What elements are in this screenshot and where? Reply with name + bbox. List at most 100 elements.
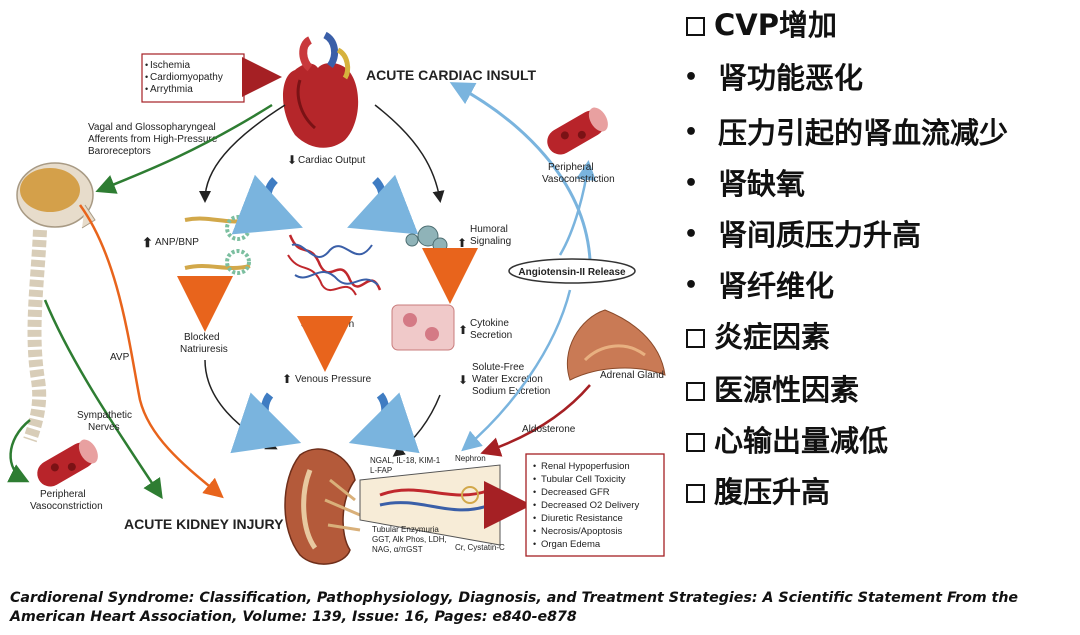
humoral-line-1: Humoral — [470, 224, 508, 235]
vagal-line-1: Vagal and Glossopharyngeal — [88, 122, 216, 133]
tubular-line-1: Tubular Enzymuria — [372, 525, 439, 534]
outcomes-box — [525, 453, 665, 557]
flow-arrow-left-top — [231, 174, 303, 235]
outcome-item: Tubular Cell Toxicity — [541, 474, 626, 485]
svg-text:•: • — [533, 539, 536, 549]
vagal-line-3: Baroreceptors — [88, 146, 151, 157]
svg-text:⬆: ⬆ — [457, 236, 467, 250]
outcomes-list: • Renal Hypoperfusion • Tubular Cell Toxici… — [533, 461, 639, 550]
angiotensin-to-vessel-arrow — [558, 160, 597, 256]
citation-line-2: American Heart Association, Volume: 139,… — [10, 609, 577, 625]
kidney-icon — [284, 448, 361, 565]
heart-to-humoral-arrow — [374, 104, 445, 203]
heart-to-anp-arrow — [199, 104, 286, 203]
outcome-item: Renal Hypoperfusion — [541, 461, 630, 472]
svg-text:⬆: ⬆ — [142, 235, 153, 250]
perfusion-label: Perfusion — [312, 319, 354, 330]
sympathetic-arrow — [43, 299, 163, 500]
peripheral-vaso-top-1: Peripheral — [548, 162, 594, 173]
adrenal-gland-icon — [566, 309, 666, 381]
svg-text:⬇: ⬇ — [299, 317, 309, 331]
cytokine-line-1: Cytokine — [470, 318, 509, 329]
checkbox-bullet-item: CVP增加 — [684, 8, 1074, 42]
checkbox-bullet-item: 腹压升高 — [684, 475, 1074, 509]
cause-ischemia: Ischemia — [150, 60, 190, 71]
cause-cardiomyopathy: Cardiomyopathy — [150, 72, 223, 83]
peripheral-vaso-top-2: Vasoconstriction — [542, 174, 615, 185]
tubular-line-3: NAG, α/πGST — [372, 545, 423, 554]
spine-icon — [23, 229, 47, 443]
venous-pressure-label: Venous Pressure — [295, 374, 372, 385]
outcome-item: Decreased GFR — [541, 487, 610, 498]
sympathetic-line-1: Sympathetic — [77, 410, 132, 421]
cardiorenal-diagram: Ischemia Cardiomyopathy Arrythmia • • • … — [7, 31, 666, 565]
cause-arrythmia: Arrythmia — [150, 84, 193, 95]
svg-text:•: • — [533, 526, 536, 536]
cardiac-output-label: Cardiac Output — [298, 155, 365, 166]
dot-bullet-item: 肾功能恶化 — [684, 61, 1074, 95]
outcome-item: Organ Edema — [541, 539, 601, 550]
svg-text:⬆: ⬆ — [458, 323, 468, 337]
cardiac-causes-box — [141, 53, 245, 103]
checkbox-bullet-item: 医源性因素 — [684, 373, 1074, 407]
acute-kidney-injury-title: ACUTE KIDNEY INJURY — [124, 516, 284, 532]
cystatin-label: Cr, Cystatin-C — [455, 543, 505, 552]
svg-text:•: • — [533, 500, 536, 510]
svg-text:•: • — [145, 60, 148, 70]
vagal-arrow — [95, 103, 273, 194]
peripheral-vaso-bottom-1: Peripheral — [40, 489, 86, 500]
peripheral-vaso-bottom-2: Vasoconstriction — [30, 501, 103, 512]
angiotensin-oval — [508, 258, 636, 284]
svg-text:•: • — [533, 513, 536, 523]
angiotensin-to-kidney-arrow — [461, 289, 572, 452]
svg-text:•: • — [533, 474, 536, 484]
humoral-line-2: Signaling — [470, 236, 511, 247]
anp-bnp-label: ANP/BNP — [155, 237, 199, 248]
brain-spine-icon — [16, 162, 96, 229]
solute-to-kidney-arrow — [392, 394, 441, 457]
svg-text:⬇: ⬇ — [458, 373, 468, 387]
citation-line-1: Cardiorenal Syndrome: Classification, Pa… — [10, 590, 1019, 606]
biomarkers-line-1: NGAL, IL-18, KIM-1 — [370, 456, 441, 465]
svg-text:⬆: ⬆ — [282, 372, 292, 386]
blocked-line-1: Blocked — [184, 332, 220, 343]
cell-signaling-icon — [405, 225, 448, 253]
dot-bullet-item: 肾纤维化 — [684, 269, 1074, 303]
aldosterone-arrow — [480, 384, 591, 457]
dot-bullet-item: 肾缺氧 — [684, 167, 1074, 201]
svg-text:⬇: ⬇ — [287, 153, 297, 167]
svg-text:•: • — [533, 487, 536, 497]
solute-line-3: Sodium Excretion — [472, 386, 550, 397]
flow-arrow-right-bottom — [348, 392, 420, 454]
avp-label: AVP — [110, 352, 130, 363]
biomarkers-line-2: L-FAP — [370, 466, 392, 475]
outcome-item: Diuretic Resistance — [541, 513, 623, 524]
citation: Cardiorenal Syndrome: Classification, Pa… — [10, 589, 1075, 627]
vagal-line-2: Afferents from High-Pressure — [88, 134, 218, 145]
capillary-network-icon — [287, 234, 382, 296]
checkbox-bullet-item: 炎症因素 — [684, 320, 1074, 354]
nephron-detail-icon — [359, 464, 501, 546]
heart-icon — [282, 31, 359, 148]
svg-text:•: • — [145, 72, 148, 82]
solute-line-2: Water Excretion — [472, 374, 543, 385]
dot-bullet-item: 肾间质压力升高 — [684, 218, 1074, 252]
avp-arrow — [78, 204, 224, 499]
angiotensin-label: Angiotensin-II Release — [518, 267, 626, 278]
svg-text:•: • — [533, 461, 536, 471]
sympathetic-line-2: Nerves — [88, 422, 120, 433]
blood-vessel-icon-top — [547, 107, 608, 155]
dot-bullet-item: 压力引起的肾血流减少 — [684, 116, 1074, 150]
blocked-line-2: Natriuresis — [180, 344, 228, 355]
adrenal-gland-label: Adrenal Gland — [600, 370, 664, 381]
flow-arrow-right-top — [347, 174, 419, 235]
cytokine-cell-icon — [391, 304, 455, 351]
outcome-item: Necrosis/Apoptosis — [541, 526, 623, 537]
aldosterone-label: Aldosterone — [522, 424, 576, 435]
cytokine-line-2: Secretion — [470, 330, 512, 341]
svg-text:•: • — [145, 84, 148, 94]
blood-vessel-icon-bottom — [37, 439, 98, 487]
acute-cardiac-insult-title: ACUTE CARDIAC INSULT — [366, 67, 537, 83]
flow-arrow-left-bottom — [230, 392, 302, 454]
nephron-label: Nephron — [455, 454, 486, 463]
